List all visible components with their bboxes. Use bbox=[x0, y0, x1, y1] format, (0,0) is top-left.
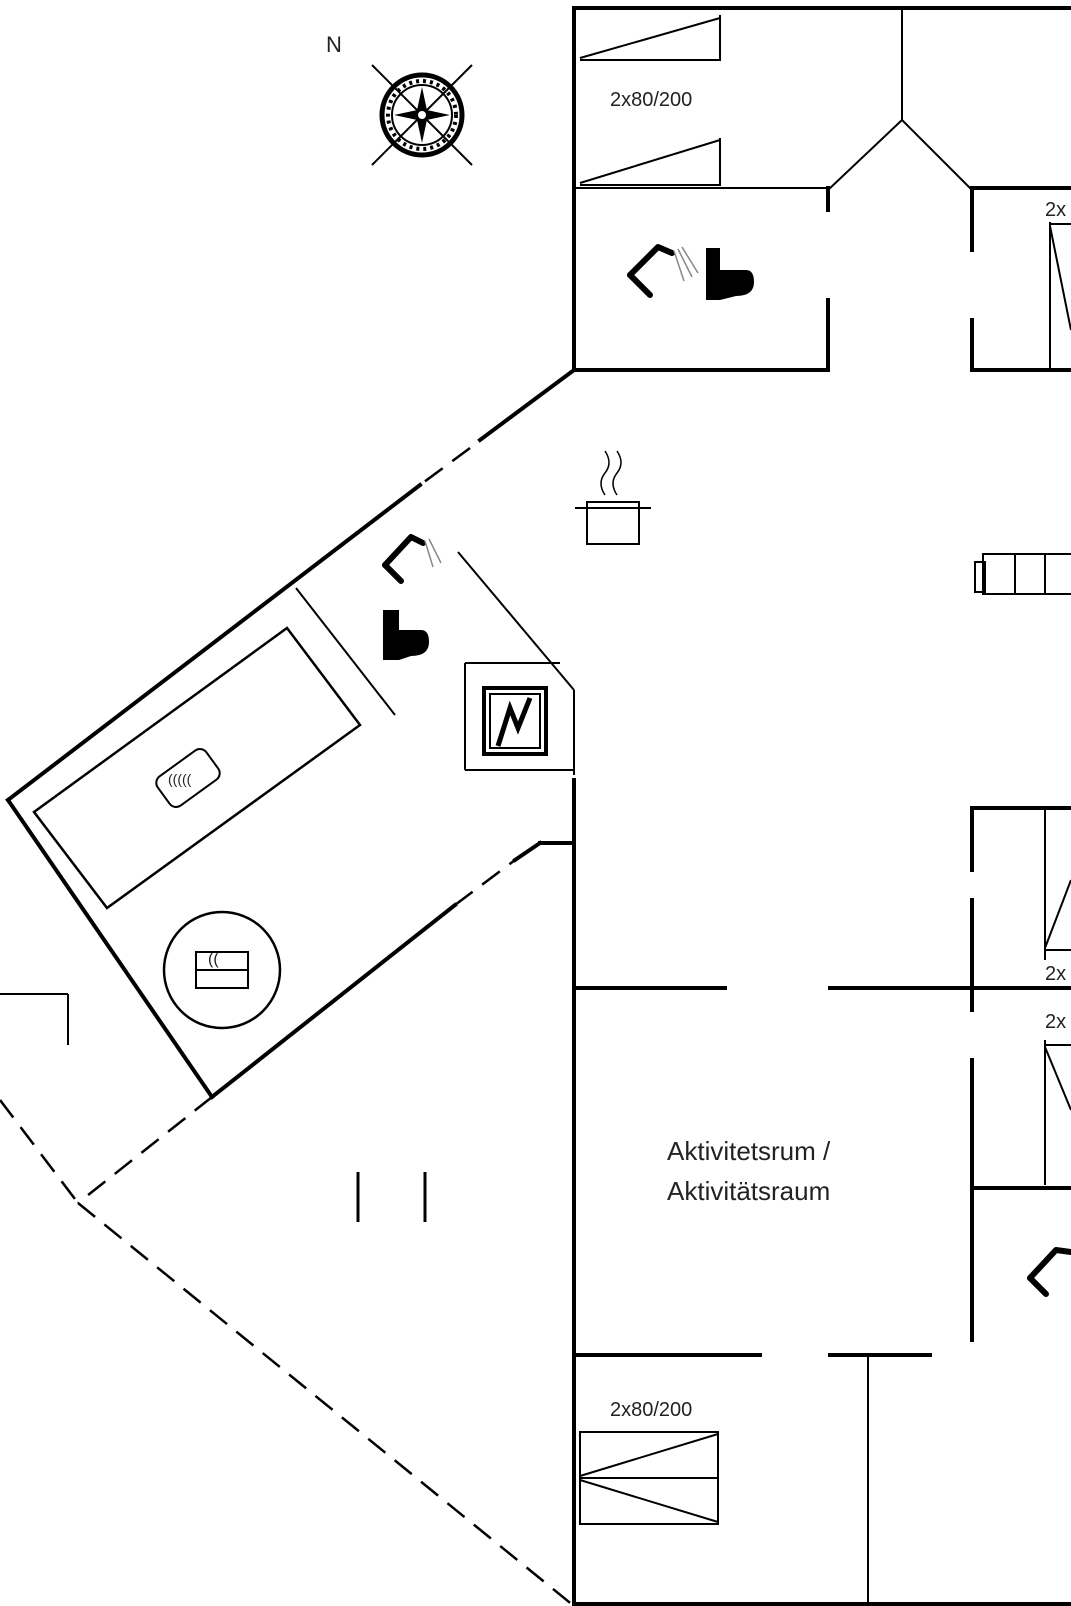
washing-machine-icon bbox=[482, 686, 548, 756]
bed-right-upper bbox=[1049, 223, 1071, 331]
pool-icon bbox=[32, 626, 362, 910]
outer-walls bbox=[5, 6, 1071, 1606]
bed-label-bottom-left: 2x80/200 bbox=[610, 1399, 692, 1421]
sofa-icon bbox=[974, 553, 1071, 595]
toilet-icon-small bbox=[383, 610, 429, 660]
bed-label-right-mid-b: 2x bbox=[1045, 1011, 1066, 1033]
terrace-outline bbox=[0, 1096, 575, 1606]
sauna-icon bbox=[162, 910, 282, 1030]
spa-icon bbox=[155, 747, 221, 809]
shower-icon bbox=[627, 244, 699, 298]
shower-icon-right-edge bbox=[1027, 1247, 1071, 1297]
cooking-pot-icon bbox=[575, 450, 651, 545]
terrace-markers bbox=[356, 1172, 427, 1222]
bed-bottom-left bbox=[579, 1431, 719, 1525]
compass: N bbox=[326, 32, 473, 166]
bed-top-left bbox=[579, 15, 721, 186]
bed-label-right-upper: 2x bbox=[1045, 199, 1066, 221]
bed-label-top-left: 2x80/200 bbox=[610, 89, 692, 111]
shower-icon-small bbox=[382, 534, 442, 584]
room-label-activity-line2: Aktivitätsraum bbox=[667, 1176, 830, 1206]
sauna-label: (( bbox=[208, 951, 219, 968]
interior-walls bbox=[0, 8, 1071, 1606]
bed-right-mid-a bbox=[1044, 879, 1071, 951]
room-label-activity-line1: Aktivitetsrum / bbox=[667, 1136, 831, 1166]
bed-right-mid-b bbox=[1044, 1044, 1071, 1111]
compass-rose-icon bbox=[371, 64, 473, 166]
spa-label: ((((( bbox=[168, 771, 192, 787]
bed-label-right-mid-a: 2x bbox=[1045, 963, 1066, 985]
toilet-icon bbox=[706, 248, 754, 300]
compass-north-label: N bbox=[326, 32, 342, 57]
